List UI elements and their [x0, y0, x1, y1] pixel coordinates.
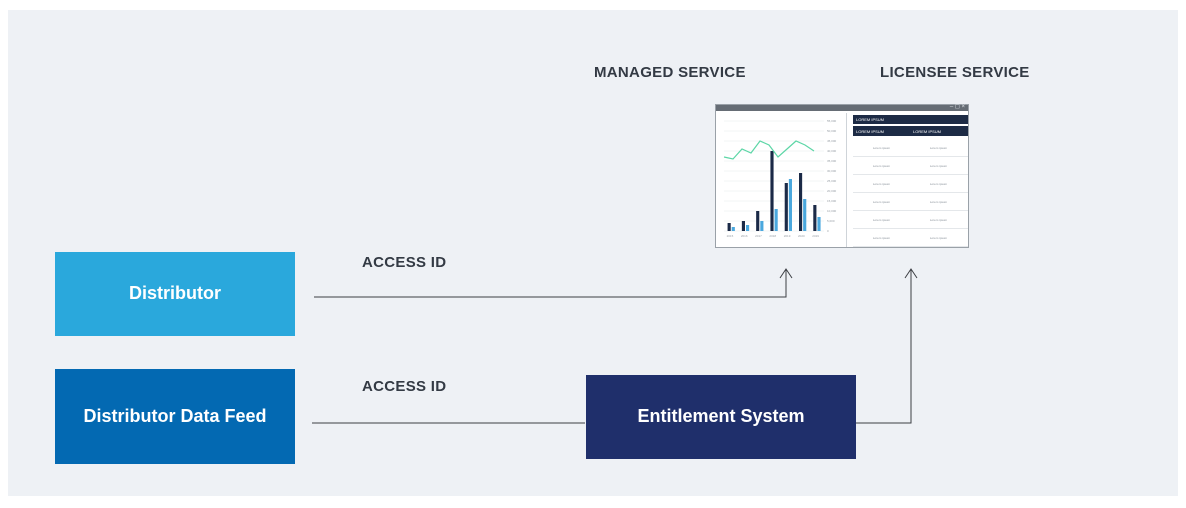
chart-y-tick: 35,000: [827, 159, 837, 163]
chart-y-tick: 15,000: [827, 199, 837, 203]
chart-x-tick: 2018: [769, 234, 776, 238]
chart-x-tick: 2019: [812, 234, 819, 238]
entitlement-system-node: Entitlement System: [586, 375, 856, 459]
managed-service-heading: MANAGED SERVICE: [594, 64, 746, 81]
table-cell: Lorem ipsum: [872, 236, 891, 240]
table-cell: Lorem ipsum: [872, 146, 891, 150]
table-cell: Lorem ipsum: [929, 236, 948, 240]
table-cell: Lorem ipsum: [872, 200, 891, 204]
chart-bar-light: [803, 199, 807, 231]
chart-y-tick: 10,000: [827, 209, 837, 213]
distributor-connector: [314, 270, 787, 298]
table-cell: Lorem ipsum: [929, 146, 948, 150]
chart-bar-dark: [756, 211, 760, 231]
table-row-divider: [853, 228, 968, 229]
arrowhead-licensee: [904, 268, 918, 279]
chart-bar-light: [774, 209, 778, 231]
distributor-data-feed-node: Distributor Data Feed: [55, 369, 295, 464]
chart-y-tick: 20,000: [827, 189, 837, 193]
chart-x-tick: 2016: [741, 234, 748, 238]
chart-bar-light: [817, 217, 821, 231]
chart-bar-dark: [741, 221, 745, 231]
chart-bar-dark: [727, 223, 731, 231]
table-row-divider: [853, 174, 968, 175]
distributor-node: Distributor: [55, 252, 295, 336]
table-row-divider: [853, 192, 968, 193]
chart-bar-light: [788, 179, 792, 231]
table-cell: Lorem ipsum: [929, 182, 948, 186]
access-id-label-top: ACCESS ID: [362, 254, 447, 271]
chart-bar-dark: [813, 205, 817, 231]
chart-bar-light: [760, 221, 764, 231]
chart-y-tick: 45,000: [827, 139, 837, 143]
table-cell: Lorem ipsum: [929, 200, 948, 204]
entitlement-system-label: Entitlement System: [637, 406, 805, 427]
chart-y-tick: 25,000: [827, 179, 837, 183]
distributor-label: Distributor: [129, 283, 221, 304]
app-chart: 55,000 50,000 45,000 40,000 35,000 30,000 25,0…: [718, 113, 847, 247]
table-row-divider: [853, 246, 968, 247]
arrowhead-managed: [779, 268, 793, 279]
app-chart-svg: 55,000 50,000 45,000 40,000 35,000 30,000 25,0…: [723, 119, 837, 238]
table-cell: Lorem ipsum: [872, 182, 891, 186]
chart-x-tick: 2019: [784, 234, 791, 238]
distributor-data-feed-label: Distributor Data Feed: [83, 405, 267, 426]
app-title-bar: – ◻ ×: [716, 104, 968, 111]
chart-y-tick: 50,000: [827, 129, 837, 133]
table-col-1: LOREM IPSUM: [856, 129, 885, 134]
chart-x-tick: 2017: [755, 234, 762, 238]
entitlement-connector: [856, 270, 912, 424]
chart-y-tick: 30,000: [827, 169, 837, 173]
chart-y-tick: 55,000: [827, 119, 837, 123]
table-row-divider: [853, 156, 968, 157]
chart-bar-light: [746, 225, 750, 231]
table-row-divider: [853, 210, 968, 211]
app-table: LOREM IPSUM LOREM IPSUM LOREM IPSUM Lore…: [853, 115, 968, 247]
licensee-service-heading: LICENSEE SERVICE: [880, 64, 1030, 81]
table-title: LOREM IPSUM: [853, 115, 968, 124]
chart-bar-dark: [770, 151, 774, 231]
table-cell: Lorem ipsum: [872, 164, 891, 168]
window-controls: – ◻ ×: [949, 104, 965, 110]
chart-bar-dark: [799, 173, 803, 231]
chart-bar-light: [731, 227, 735, 231]
table-col-2: LOREM IPSUM: [913, 129, 942, 134]
table-cell: Lorem ipsum: [872, 218, 891, 222]
chart-y-tick: 5,000: [827, 219, 835, 223]
mock-app-window: – ◻ × 55,000 50,000 45,000 40,000 35,000 30,0…: [715, 104, 969, 248]
table-header-row: LOREM IPSUM LOREM IPSUM: [853, 126, 968, 136]
chart-trend-line: [723, 140, 815, 160]
chart-bar-dark: [784, 183, 788, 231]
table-cell: Lorem ipsum: [929, 218, 948, 222]
chart-y-tick: 0: [827, 229, 829, 233]
chart-y-tick: 40,000: [827, 149, 837, 153]
chart-x-tick: 2020: [798, 234, 805, 238]
chart-x-tick: 2015: [727, 234, 734, 238]
table-cell: Lorem ipsum: [929, 164, 948, 168]
access-id-label-bottom: ACCESS ID: [362, 378, 447, 395]
